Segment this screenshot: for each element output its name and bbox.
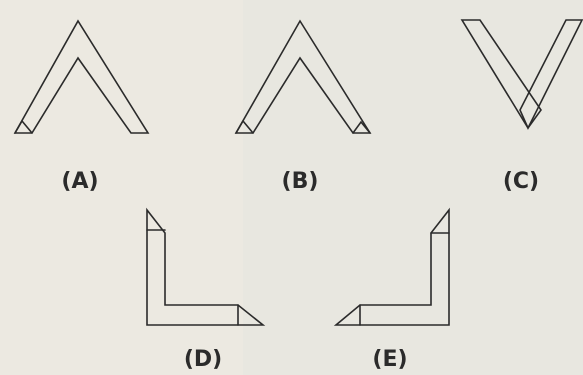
option-e-l-outline <box>333 207 450 326</box>
option-e-label: (E) <box>372 347 407 372</box>
option-a-label: (A) <box>61 169 98 194</box>
option-b-figure <box>234 19 372 134</box>
option-d-label: (D) <box>184 347 222 372</box>
option-c-left-strip <box>460 19 542 130</box>
option-a-chevron-outline <box>13 19 150 134</box>
option-a-figure <box>13 19 150 134</box>
option-d-figure <box>146 207 266 326</box>
option-b-label: (B) <box>282 169 319 194</box>
option-b-left-wedge <box>235 119 254 134</box>
option-c-figure <box>460 19 583 130</box>
option-b-chevron-outline <box>234 19 372 134</box>
option-d-l-outline <box>146 207 266 326</box>
option-c-label: (C) <box>503 169 539 194</box>
background-panel <box>243 0 583 375</box>
option-b-right-wedge <box>352 120 371 134</box>
option-c-right-strip <box>519 19 583 130</box>
option-a-wedge <box>14 119 33 134</box>
option-e-figure <box>333 207 450 326</box>
